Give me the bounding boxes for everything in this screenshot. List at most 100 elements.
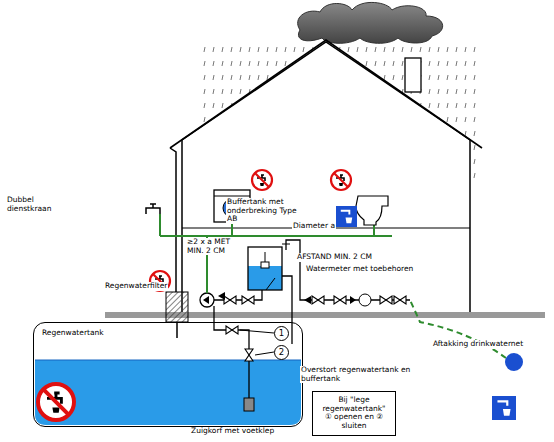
- rain-part: [240, 75, 241, 80]
- flow-arrow: [218, 292, 225, 300]
- downpipe: [170, 148, 176, 292]
- valve: [380, 296, 392, 304]
- suction-pipe: [214, 306, 249, 398]
- rain-part: [456, 117, 457, 122]
- rain-part: [222, 61, 223, 66]
- rain-part: [438, 75, 439, 80]
- rain-part: [231, 89, 232, 94]
- drinking-water-sign-part: [341, 211, 350, 215]
- dimension-line: [282, 244, 290, 245]
- rain-part: [474, 117, 475, 122]
- rain-part: [231, 61, 232, 66]
- no-drinking-sign-part: [252, 170, 272, 190]
- note-box: Bij "lege regenwatertank" ① openen en ② …: [312, 391, 396, 436]
- rain-part: [384, 75, 385, 80]
- rain-part: [348, 47, 349, 52]
- rain-part: [447, 61, 448, 66]
- rain-part: [474, 145, 475, 150]
- rain-part: [240, 89, 241, 94]
- float: [261, 262, 269, 268]
- no-drinking-sign-part: [331, 170, 351, 190]
- foot-valve: [244, 398, 254, 411]
- valve: [242, 296, 254, 304]
- service-tap: [146, 204, 160, 214]
- leader-line: [240, 330, 274, 333]
- part-label: Watermeter met toebehoren: [305, 265, 414, 274]
- rain-part: [231, 75, 232, 80]
- rain-part: [222, 103, 223, 108]
- rain-part: [438, 47, 439, 52]
- rain-part: [249, 61, 250, 66]
- no-drinking-sign-part: [52, 407, 59, 412]
- rain-part: [213, 89, 214, 94]
- leader-line: [266, 278, 275, 290]
- rain-part: [465, 89, 466, 94]
- node-text: 1: [279, 329, 284, 339]
- part-label: Zuigkorf met voetklep: [190, 427, 275, 436]
- dimension-label: ≥2 x a MET MIN. 2 CM: [186, 238, 232, 255]
- drinking-water-sign: [492, 396, 516, 420]
- part-label: Overstort regenwatertank en buffertank: [300, 366, 414, 383]
- rain-part: [456, 103, 457, 108]
- valve-1: [226, 326, 238, 334]
- callout-circle: 1: [274, 326, 289, 341]
- rain-part: [438, 89, 439, 94]
- flow-arrow: [304, 296, 311, 304]
- rain-part: [465, 61, 466, 66]
- rain-part: [411, 47, 412, 52]
- rain-part: [204, 103, 205, 108]
- rain-part: [204, 47, 205, 52]
- rain-part: [276, 61, 277, 66]
- leader-line: [255, 352, 274, 355]
- rainwater-line: [231, 222, 233, 236]
- rain-part: [447, 103, 448, 108]
- rain-part: [375, 61, 376, 66]
- rain-part: [393, 61, 394, 66]
- rain-part: [366, 47, 367, 52]
- part-label: Aftakking drinkwaternet: [432, 340, 524, 349]
- rain-part: [474, 61, 475, 66]
- rain-part: [474, 159, 475, 164]
- drinking-water-sign-part: [336, 206, 357, 227]
- node-text: 2: [279, 348, 284, 358]
- rain-part: [204, 117, 205, 122]
- rain-part: [474, 47, 475, 52]
- rain-part: [384, 47, 385, 52]
- rain-part: [447, 47, 448, 52]
- rain-part: [213, 103, 214, 108]
- rain-part: [456, 75, 457, 80]
- buffer-tank: [248, 247, 282, 290]
- rain-part: [384, 61, 385, 66]
- chimney: [405, 58, 421, 92]
- dimension-label: AFSTAND MIN. 2 CM: [296, 253, 373, 262]
- rain-part: [474, 131, 475, 136]
- no-drinking-sign: [252, 170, 272, 190]
- valve: [312, 296, 324, 304]
- rain-part: [231, 47, 232, 52]
- water-level: [35, 360, 301, 361]
- no-drinking-sign-part: [339, 183, 343, 186]
- rain-part: [258, 47, 259, 52]
- drinkwater-line: [410, 300, 506, 358]
- rain-part: [456, 47, 457, 52]
- no-drinking-sign-part: [334, 173, 348, 187]
- rain-part: [393, 47, 394, 52]
- rain-part: [285, 61, 286, 66]
- rain-part: [474, 173, 475, 178]
- rain-part: [222, 89, 223, 94]
- drinking-water-sign-part: [497, 401, 507, 405]
- rain-part: [285, 47, 286, 52]
- no-drinking-sign: [331, 170, 351, 190]
- rain-part: [429, 47, 430, 52]
- node-text: Regenwatertank: [42, 329, 294, 338]
- rain-part: [240, 61, 241, 66]
- rain-part: [375, 47, 376, 52]
- rain-part: [447, 89, 448, 94]
- rain-part: [258, 61, 259, 66]
- rain-part: [222, 75, 223, 80]
- rain-part: [204, 75, 205, 80]
- washer-panel: [214, 196, 250, 197]
- rain-part: [474, 75, 475, 80]
- rain-part: [438, 103, 439, 108]
- rain-part: [429, 75, 430, 80]
